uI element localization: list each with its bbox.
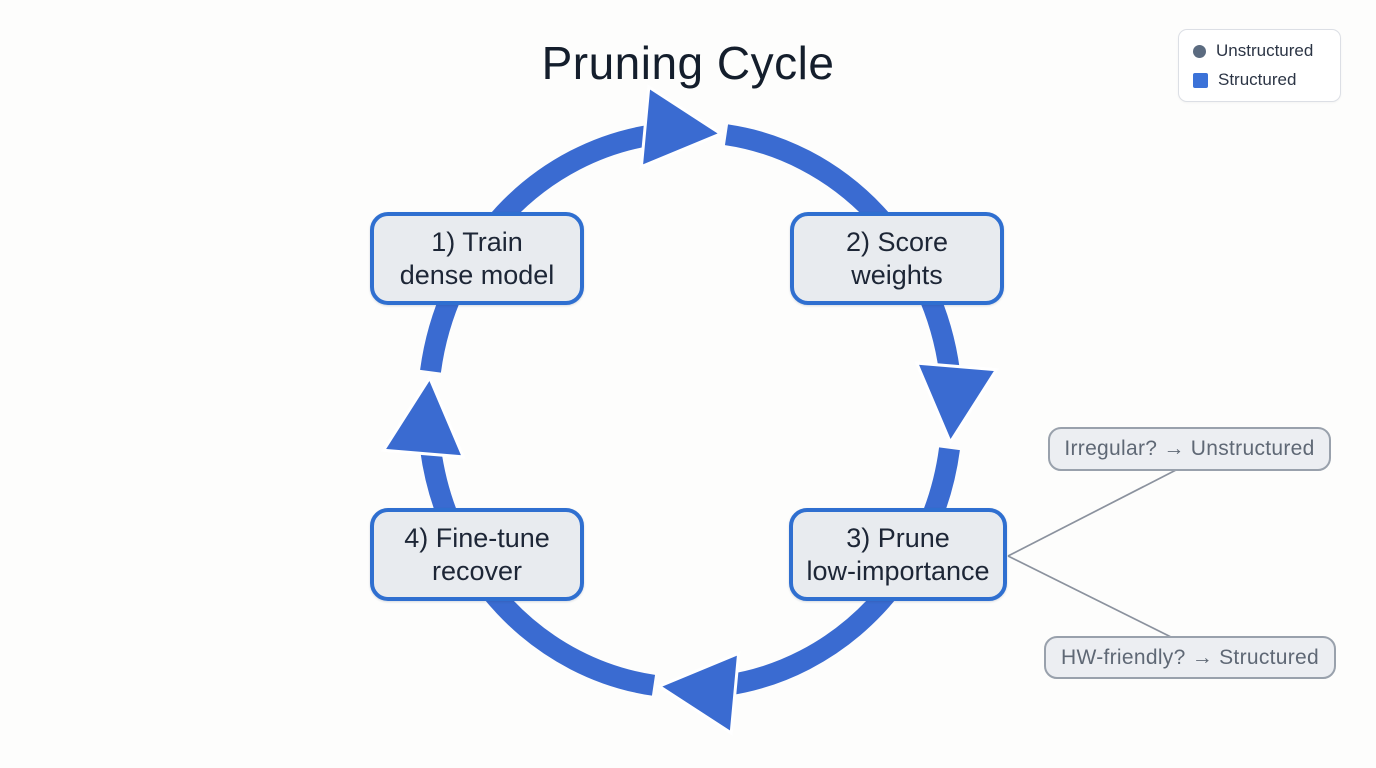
step-label-line: weights: [851, 259, 943, 290]
page-title: Pruning Cycle: [541, 37, 835, 89]
arrow-right-icon: [914, 361, 1000, 446]
legend-item-structured: Structured: [1193, 70, 1326, 90]
step-box-score-weights: 2) Score weights: [790, 212, 1004, 305]
cycle-arc-bottom-left: [420, 447, 656, 696]
arrow-bottom-icon: [655, 651, 741, 736]
step-box-fine-tune-recover: 4) Fine-tune recover: [370, 508, 584, 601]
step-label-line: recover: [431, 555, 523, 586]
cycle-arrowheads: [380, 84, 1000, 736]
arrow-left-icon: [380, 374, 466, 459]
cycle-arc-right-bottom: [724, 447, 960, 696]
callout-label: HW-friendly? → Structured: [1060, 645, 1320, 669]
step-label-line: 3) Prune: [846, 522, 950, 553]
step-label-line: low-importance: [806, 555, 990, 586]
legend: Unstructured Structured: [1178, 29, 1341, 102]
legend-label: Unstructured: [1216, 41, 1314, 60]
callout-connectors: [1007, 469, 1177, 638]
step-label-line: dense model: [399, 259, 555, 290]
step-label-line: 4) Fine-tune: [404, 522, 550, 553]
step-box-train-dense-model: 1) Train dense model: [370, 212, 584, 305]
step-box-prune-low-importance: 3) Prune low-importance: [789, 508, 1007, 601]
circle-marker-icon: [1193, 44, 1206, 58]
legend-item-unstructured: Unstructured: [1193, 41, 1326, 61]
connector-to-structured: [1007, 555, 1172, 638]
square-marker-icon: [1193, 72, 1208, 88]
legend-label: Structured: [1218, 70, 1297, 89]
callout-label: Irregular? → Unstructured: [1064, 437, 1315, 460]
step-label-line: 2) Score: [845, 226, 949, 257]
callout-hw-friendly-structured: HW-friendly? → Structured: [1044, 636, 1336, 679]
step-label-line: 1) Train: [431, 226, 523, 257]
connector-to-unstructured: [1007, 469, 1177, 557]
arrow-top-icon: [639, 84, 725, 169]
callout-irregular-unstructured: Irregular? → Unstructured: [1048, 427, 1331, 471]
